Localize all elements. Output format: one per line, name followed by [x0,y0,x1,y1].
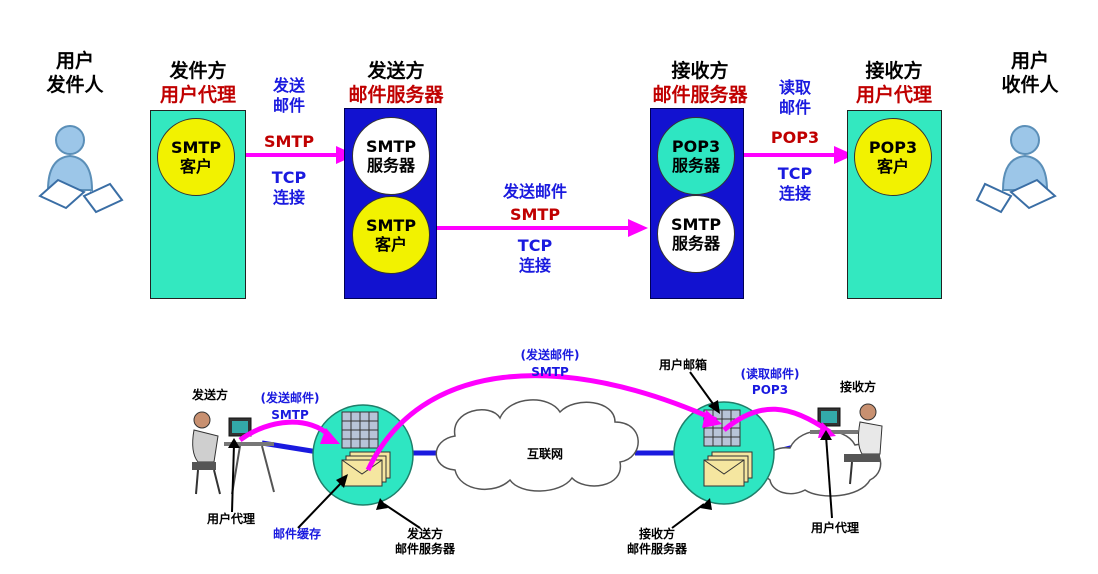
bottom-receiver-server-line2: 邮件服务器 [626,542,687,556]
sender-server-circle1-line2: 服务器 [366,156,415,175]
sender-smtp-server: SMTP 服务器 [352,117,430,195]
receiver-server-circle1-line1: POP3 [671,136,721,156]
bottom-sender-label: 发送方 [191,388,228,402]
arrow2-connection: TCP 连接 [480,236,590,276]
arrow1-protocol: SMTP [263,132,315,151]
sender-server-circle2-line1: SMTP [365,215,417,235]
sender-ua-circle-line2: 客户 [179,157,212,176]
pointer-ua-right [825,435,833,519]
receiver-person-line2: 收件人 [1001,73,1059,96]
arrow2-protocol: SMTP [509,205,561,224]
receiver-mail-icon [703,451,753,487]
sender-ua-subtitle: 用户代理 [159,83,236,106]
mail-cache-label: 邮件缓存 [272,527,321,541]
receiver-server-heading: 接收方 邮件服务器 [640,60,760,108]
sender-ua-heading: 发件方 用户代理 [150,60,246,108]
arrow2-action: 发送邮件 [502,182,567,201]
bottom-ua-right-label: 用户代理 [810,521,859,535]
sender-person-line1: 用户 [55,50,94,72]
arrow1-conn2: 连接 [272,188,305,207]
sender-server-circle2-line2: 客户 [374,235,407,254]
arrow3-line2: 邮件 [778,98,811,117]
bottom-send-mail-left: (发送邮件) [260,391,320,405]
arrow1-conn1: TCP [271,168,307,187]
arrow3-conn2: 连接 [778,184,811,203]
receiver-ua-circle-line2: 客户 [876,157,909,176]
bottom-pop3: POP3 [751,383,789,397]
arrow3-action: 读取 邮件 [760,78,830,118]
arrow2-conn2: 连接 [518,256,551,275]
arrow3-line1: 读取 [778,78,811,97]
receiver-person-label: 用户 收件人 [990,50,1070,98]
sender-smtp-client: SMTP 客户 [352,196,430,274]
sender-ua-circle-line1: SMTP [170,137,222,157]
receiver-ua-pop3-client: POP3 客户 [854,118,932,196]
path-send-mid [365,373,718,472]
bottom-receiver-server-line1: 接收方 [638,527,675,541]
sender-mailbox-grid-icon [341,411,379,449]
bottom-smtp-left: SMTP [271,408,309,422]
bottom-receiver-label: 接收方 [839,380,876,394]
pointer-receiver-server [671,503,705,529]
bottom-sender-server-label: 发送方 邮件服务器 [380,527,470,557]
internet-label: 互联网 [526,447,563,461]
receiver-ua-heading: 接收方 用户代理 [846,60,942,108]
receiver-server-circle1-line2: 服务器 [671,156,720,175]
receiver-server-subtitle: 邮件服务器 [652,83,748,106]
sender-person-label: 用户 发件人 [40,50,110,98]
receiver-server-circle2-line2: 服务器 [671,234,720,253]
sender-person-line2: 发件人 [46,73,104,96]
sender-mail-cache-icon [341,451,391,487]
receiver-pop3-server: POP3 服务器 [657,117,735,195]
arrow-server-to-server [427,219,648,237]
sender-ua-smtp-client: SMTP 客户 [157,118,235,196]
pointer-mailbox [689,371,717,409]
arrow-pop3-to-ua [735,146,854,164]
sender-workstation-icon [192,411,275,495]
bottom-mailbox-label: 用户邮箱 [658,358,707,372]
arrow1-line1: 发送 [272,76,305,95]
arrow1-connection: TCP 连接 [254,168,324,208]
arrow1-action: 发送 邮件 [254,76,324,116]
bottom-ua-left-label: 用户代理 [206,512,255,526]
arrow3-conn1: TCP [777,164,813,183]
receiver-person-line1: 用户 [1010,50,1049,72]
path-send-left [238,419,332,443]
path-read [722,406,832,435]
bottom-send-mail-mid: (发送邮件) [520,348,580,362]
bottom-smtp-mid: SMTP [531,365,569,379]
pointer-sender-server [383,503,421,529]
bottom-sender-server-line1: 发送方 [406,527,443,541]
sender-server-subtitle: 邮件服务器 [348,83,444,106]
arrow3-connection: TCP 连接 [760,164,830,204]
internet-cloud [435,399,639,492]
arrow2-conn1: TCP [517,236,553,255]
receiver-server-circle2-line1: SMTP [670,214,722,234]
receiver-workstation-icon [810,403,883,485]
receiver-ua-subtitle: 用户代理 [855,83,932,106]
receiver-ua-title: 接收方 [865,60,923,82]
sender-server-circle1-line1: SMTP [365,136,417,156]
sender-server-title: 发送方 [367,60,425,82]
bottom-sender-server-line2: 邮件服务器 [394,542,455,556]
bottom-read-mail: (读取邮件) [740,367,800,381]
sender-ua-title: 发件方 [169,60,227,82]
receiver-smtp-server: SMTP 服务器 [657,195,735,273]
receiver-server-title: 接收方 [671,60,729,82]
arrow1-line2: 邮件 [272,96,305,115]
pointer-mail-cache [297,479,345,529]
pointer-ua-left [231,443,235,513]
sender-server-heading: 发送方 邮件服务器 [336,60,456,108]
receiver-ua-circle-line1: POP3 [868,137,918,157]
bottom-receiver-server-label: 接收方 邮件服务器 [612,527,702,557]
arrow3-protocol: POP3 [770,128,820,147]
